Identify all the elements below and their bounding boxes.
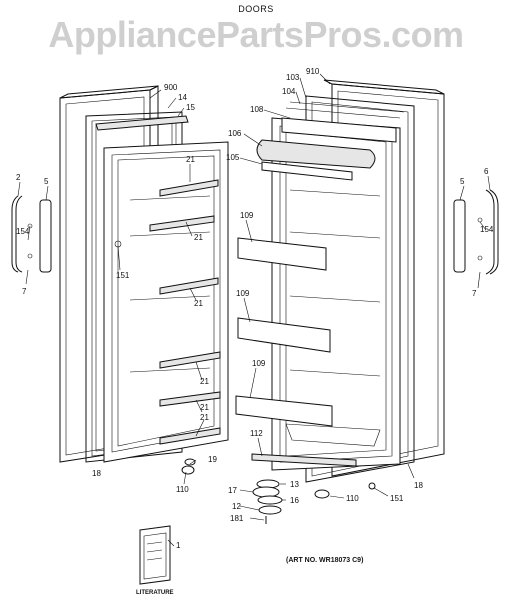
callout-110-right: 110 (346, 494, 359, 503)
callout-103: 103 (286, 73, 300, 82)
callout-7-left: 7 (22, 287, 27, 296)
callout-21-f: 21 (200, 413, 209, 422)
callout-17: 17 (228, 486, 237, 495)
callout-109-a: 109 (240, 211, 254, 220)
callout-21-a: 21 (186, 155, 195, 164)
callout-112: 112 (250, 429, 263, 438)
leader-lines (17, 73, 491, 547)
callout-21-c: 21 (194, 299, 203, 308)
callout-5-right: 5 (460, 177, 465, 186)
callout-18-left: 18 (92, 469, 101, 478)
callout-154-right: 154 (480, 225, 494, 234)
left-door-top-trim (95, 115, 189, 131)
callout-1: 1 (176, 541, 181, 550)
callout-154-left: 154 (16, 227, 30, 236)
literature-booklet (139, 525, 171, 585)
hinge-parts (252, 479, 376, 524)
callout-21-d: 21 (200, 377, 209, 386)
callout-151-right: 151 (390, 494, 404, 503)
diagram-title: DOORS (238, 4, 274, 14)
callout-105: 105 (226, 153, 240, 162)
callout-5-left: 5 (44, 177, 49, 186)
callout-2-left: 2 (16, 173, 21, 182)
callout-108: 108 (250, 105, 264, 114)
callout-6: 6 (484, 167, 489, 176)
callout-151-left: 151 (116, 271, 130, 280)
freezer-shelf (149, 179, 221, 445)
callout-21-b: 21 (194, 233, 203, 242)
callout-106: 106 (228, 129, 242, 138)
freezer-shelf-brackets (129, 195, 211, 373)
callout-104: 104 (282, 87, 296, 96)
door-shelf-racks (285, 189, 381, 447)
left-handle-assembly (11, 195, 52, 273)
callout-910: 910 (306, 67, 320, 76)
callout-181: 181 (230, 514, 244, 523)
callout-109-b: 109 (236, 289, 250, 298)
callout-13: 13 (290, 480, 299, 489)
literature-label: LITERATURE (136, 590, 174, 596)
dairy-compartment (256, 101, 405, 181)
callout-12: 12 (232, 502, 241, 511)
callout-labels: 900 14 15 2 5 154 7 21 21 21 21 21 21 15… (16, 67, 494, 596)
callout-110-left: 110 (176, 485, 189, 494)
left-hinge-parts (114, 240, 196, 475)
callout-16: 16 (290, 496, 299, 505)
door-bin (235, 237, 333, 427)
callout-21-e: 21 (200, 403, 209, 412)
callout-19: 19 (208, 455, 217, 464)
callout-14: 14 (178, 93, 187, 102)
callout-18-right: 18 (414, 481, 423, 490)
art-number: (ART NO. WR18073 C9) (286, 557, 364, 564)
callout-900: 900 (164, 83, 178, 92)
bottom-trim (251, 453, 357, 467)
watermark: AppliancePartsPros.com (48, 14, 464, 55)
right-handle-assembly (453, 189, 499, 275)
callout-15: 15 (186, 103, 195, 112)
callout-7-right: 7 (472, 289, 477, 298)
callout-109-c: 109 (252, 359, 266, 368)
